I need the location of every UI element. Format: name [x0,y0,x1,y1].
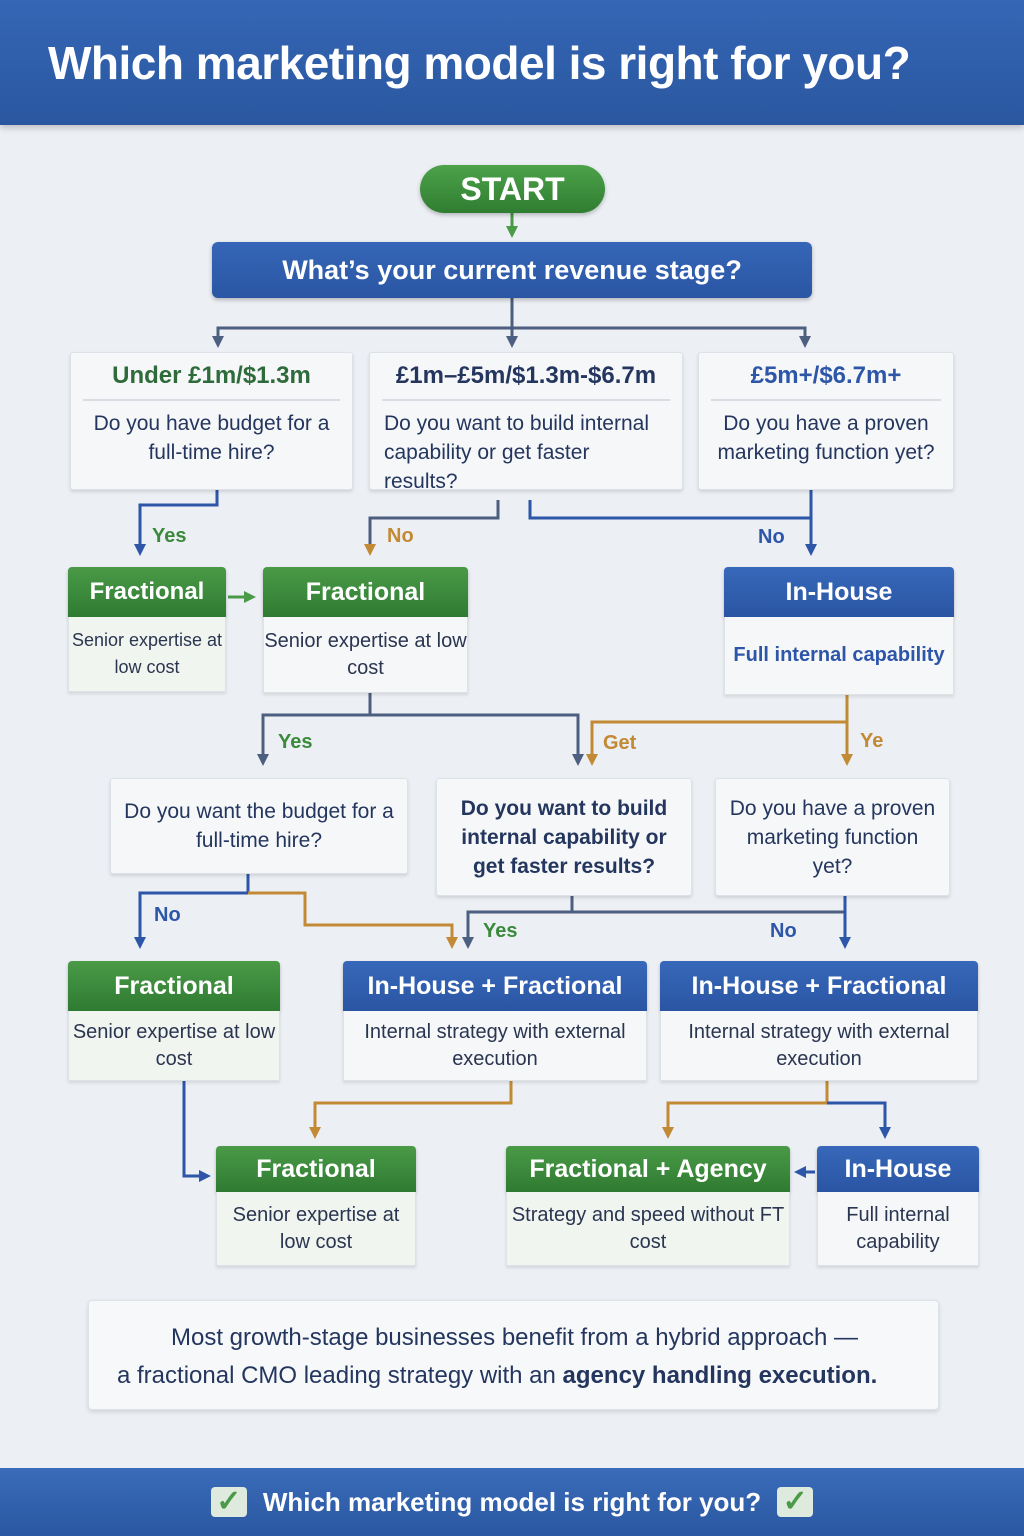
stage-card-5m-plus: £5m+/$6.7m+ Do you have a proven marketi… [698,352,954,490]
question-capability: Do you want to build internal capability… [436,778,692,896]
edge-yes1 [134,478,219,556]
edge-to-q2b [370,713,584,766]
result-title: In-House + Fractional [343,961,647,1011]
question-proven-function: Do you have a proven marketing function … [715,778,950,896]
result-title: Fractional [68,567,226,617]
result-in-house: In-House Full internal capability [724,567,954,695]
stage-question: Do you have budget for a full-time hire? [93,412,330,464]
title-bar: Which marketing model is right for you? [0,0,1024,125]
stage-question: Do you want to build internal capability… [384,412,649,493]
result-title: Fractional [216,1146,416,1192]
edge-ihf-inhouse [827,1101,891,1139]
summary-note: Most growth-stage businesses benefit fro… [88,1300,939,1410]
edge-label-no: No [770,920,797,942]
result-fractional: Fractional Senior expertise at low cost [68,567,226,692]
edge-label-get: Get [603,732,637,754]
result-in-house-fractional: In-House + Fractional Internal strategy … [660,961,978,1081]
result-desc: Senior expertise at low cost [68,617,226,692]
edge-label-no: No [758,526,785,548]
stage-card-1m-5m: £1m–£5m/$1.3m-$6.7m Do you want to build… [369,352,683,493]
result-title: In-House + Fractional [660,961,978,1011]
stage-range: £1m–£5m/$1.3m-$6.7m [382,353,670,401]
note-line-2-plain: a fractional CMO leading strategy with a… [117,1362,563,1389]
result-title: Fractional [263,567,468,617]
page-title: Which marketing model is right for you? [48,36,911,89]
result-fractional: Fractional Senior expertise at low cost [263,567,468,693]
edge-no3 [134,862,250,949]
note-line-2: a fractional CMO leading strategy with a… [117,1357,910,1395]
result-title: Fractional + Agency [506,1146,790,1192]
edge-ihf-frac [309,1080,513,1139]
stage-range: £5m+/$6.7m+ [711,353,941,401]
edge-label-ye: Ye [860,730,884,752]
root-left [212,326,512,348]
result-desc: Internal strategy with external executio… [660,1011,978,1081]
edge-label-yes: Yes [152,525,187,547]
result-desc: Senior expertise at low cost [216,1192,416,1266]
result-desc: Full internal capability [724,617,954,695]
start-node: START [420,165,605,213]
footer-bar: ✓ Which marketing model is right for you… [0,1468,1024,1536]
note-line-1: Most growth-stage businesses benefit fro… [171,1324,859,1351]
result-in-house: In-House Full internal capability [817,1146,979,1266]
edge-ihf-agency [662,1080,829,1139]
footer-title: Which marketing model is right for you? [262,1486,762,1517]
result-title: Fractional [68,961,280,1011]
edge-label-no: No [154,904,181,926]
result-desc: Internal strategy with external executio… [343,1011,647,1081]
question-budget: Do you want the budget for a full-time h… [110,778,408,874]
root-question: What’s your current revenue stage? [212,242,812,298]
edge-frac-frac2 [182,1080,211,1182]
edge-no1 [364,500,500,556]
result-desc: Strategy and speed without FT cost [506,1192,790,1266]
edge-get [586,693,849,766]
edge-yes2 [257,693,372,766]
stage-card-under-1m: Under £1m/$1.3m Do you have budget for a… [70,352,353,490]
edge-q2a-ihf [248,891,458,949]
result-in-house-fractional: In-House + Fractional Internal strategy … [343,961,647,1081]
note-line-2-bold: agency handling execution. [562,1362,878,1389]
stage-question: Do you have a proven marketing function … [717,412,935,464]
result-fractional: Fractional Senior expertise at low cost [216,1146,416,1266]
result-title: In-House [817,1146,979,1192]
result-desc: Senior expertise at low cost [263,617,468,693]
checkmark-icon: ✓ [210,1487,247,1517]
result-fractional-agency: Fractional + Agency Strategy and speed w… [506,1146,790,1266]
checkmark-icon: ✓ [777,1487,814,1517]
edge-no2a [528,500,811,520]
result-desc: Senior expertise at low cost [68,1011,280,1081]
stage-range: Under £1m/$1.3m [83,353,340,401]
edge-label-yes: Yes [483,920,518,942]
result-title: In-House [724,567,954,617]
edge-yes3 [462,893,574,949]
edge-label-yes: Yes [278,731,313,753]
result-fractional: Fractional Senior expertise at low cost [68,961,280,1081]
edge-label-no: No [387,525,414,547]
root-right [512,326,811,348]
result-desc: Full internal capability [817,1192,979,1266]
